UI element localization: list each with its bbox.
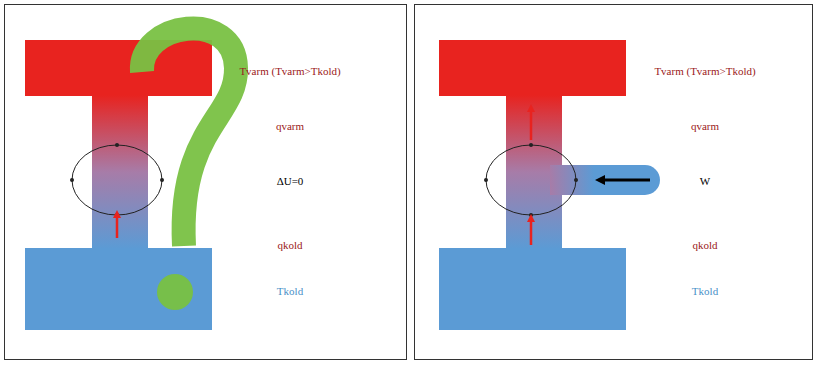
formula-label: Tvarm (Tvarm>Tkold) (239, 65, 340, 78)
formula-label: qkold (692, 239, 717, 252)
formula-label: W (700, 175, 710, 188)
formula-label: Tkold (277, 285, 303, 298)
heat-engine-right (439, 40, 660, 330)
formula-label: qvarm (691, 120, 719, 133)
formula-label: ΔU=0 (277, 175, 304, 188)
formula-label: qkold (277, 239, 302, 252)
panel-border (5, 5, 407, 360)
formula-label: Tkold (692, 285, 718, 298)
formula-label: qvarm (276, 120, 304, 133)
formula-label: Tvarm (Tvarm>Tkold) (654, 65, 755, 78)
question-mark (142, 28, 236, 310)
panel-border (415, 5, 813, 360)
